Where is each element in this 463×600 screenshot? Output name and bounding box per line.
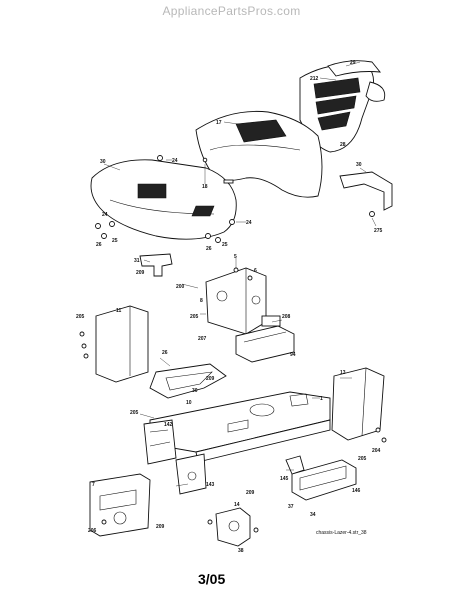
fastener-set [95,155,235,243]
part-label: 17 [216,120,222,126]
part-label: 205 [358,456,367,462]
part-label: 30 [100,159,106,165]
part-label: 207 [198,336,207,342]
part-label: 13 [340,370,346,376]
part-label: 5 [234,254,237,260]
part-label: 25 [222,242,228,248]
part-label: 10 [186,400,192,406]
part-label: 212 [310,76,319,82]
part-label: 24 [102,212,108,218]
part-label: 25 [112,238,118,244]
part-label: 34 [310,512,316,518]
part-label: 143 [206,482,215,488]
part-label: 209 [246,490,255,496]
part-label: 28 [340,142,346,148]
part-label: 275 [374,228,383,234]
dash-tower-part [205,267,267,335]
part-label: 205 [190,314,199,320]
part-label: 26 [96,242,102,248]
part-label: 208 [282,314,291,320]
part-label: 146 [352,488,361,494]
part-label: 209 [206,376,215,382]
part-label: 24 [172,158,178,164]
part-label: 26 [162,350,168,356]
page-number: 3/05 [198,571,226,587]
part-label: 8 [200,298,203,304]
hood-bracket-part [339,171,393,217]
part-label: 1 [320,396,323,402]
part-label: 209 [156,524,165,530]
leader-lines [103,61,377,487]
part-label: 206 [88,528,97,534]
part-label: 209 [136,270,145,276]
fender-part [90,159,237,240]
part-label: 11 [116,308,122,314]
grille-part [299,60,386,153]
axle-bracket-part [207,507,259,547]
part-label: 24 [246,220,252,226]
part-label: 18 [202,184,208,190]
watermark-text: AppliancePartsPros.com [162,4,301,18]
seat-bracket-part [139,253,173,277]
part-label: 204 [372,448,381,454]
part-label: 30 [356,162,362,168]
part-label: 30 [192,388,198,394]
rear-footrest-part [285,455,357,501]
front-plate-part [143,419,177,465]
part-label: 38 [238,548,244,554]
part-label: 31 [134,258,140,264]
part-label: 145 [280,476,289,482]
part-label: 29 [350,60,356,66]
part-label: 26 [206,246,212,252]
part-label: 142 [164,422,173,428]
footrest-part [149,363,227,399]
part-label: 205 [130,410,139,416]
right-side-panel-part [331,367,387,443]
part-label: 94 [290,352,296,358]
part-label: 14 [234,502,240,508]
chassis-frame-part [149,391,331,463]
drawing-code: chassis-Lazer-4.str_38 [316,530,367,536]
hood-part [195,110,323,198]
part-label: 205 [76,314,85,320]
center-bracket-part [175,453,207,495]
part-labels: 29 212 17 28 30 24 18 30 24 25 26 275 24… [76,60,383,554]
part-label: 200 [176,284,185,290]
part-label: 37 [288,504,294,510]
front-bumper-part [89,473,151,537]
part-label: 6 [254,268,257,274]
mount-bracket-part [235,315,295,363]
left-side-panel-part [79,305,149,383]
part-label: 7 [92,482,95,488]
